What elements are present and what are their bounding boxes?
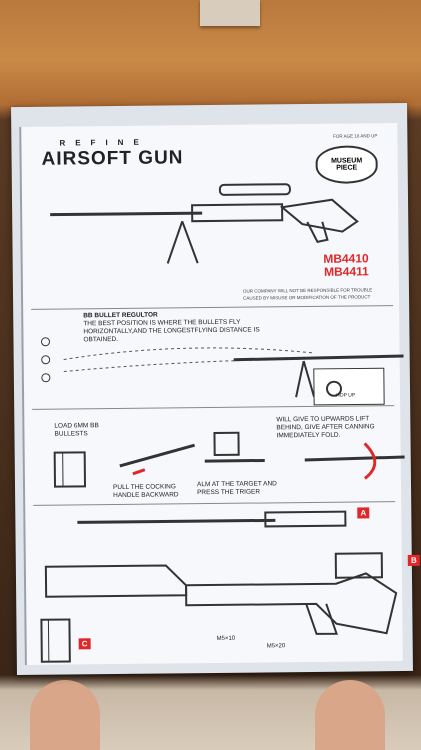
hop-up-label: HOP UP xyxy=(336,392,356,399)
trajectory-diagram xyxy=(40,337,404,406)
part-label-a: A xyxy=(357,507,370,519)
right-foot xyxy=(315,680,385,750)
instruction-sheet: REFINE AIRSOFT GUN FOR AGE 18 AND UP MUS… xyxy=(11,102,420,676)
part-label-b: B xyxy=(407,554,420,566)
divider-1 xyxy=(31,305,394,310)
part-label-c: C xyxy=(78,638,91,650)
age-note: FOR AGE 18 AND UP xyxy=(333,133,378,139)
disclaimer-line-1: OUR COMPANY WILL NOT BE RESPONSIBLE FOR … xyxy=(242,287,373,294)
body-part-illustration xyxy=(44,552,398,635)
rifle-illustration xyxy=(50,183,359,264)
magazine-illustration xyxy=(53,451,87,488)
magazine-part-illustration xyxy=(40,618,71,663)
screw-spec-1: M5×10 xyxy=(216,635,236,642)
sheet-inner-page: REFINE AIRSOFT GUN FOR AGE 18 AND UP MUS… xyxy=(19,123,420,665)
load-bullets-text: LOAD 6MM BB BULLESTS xyxy=(54,422,99,438)
cardboard-box xyxy=(200,0,260,26)
screw-spec-2: M5×20 xyxy=(266,643,286,650)
brand-text: REFINE xyxy=(59,137,149,148)
model-number-2: MB4411 xyxy=(324,264,369,279)
disclaimer-line-2: CAUSED BY MISUSE OR MODIFICATION OF THE … xyxy=(243,294,371,301)
barrel-part-illustration xyxy=(77,510,347,528)
left-foot xyxy=(30,680,100,750)
step-illustrations xyxy=(119,431,405,480)
